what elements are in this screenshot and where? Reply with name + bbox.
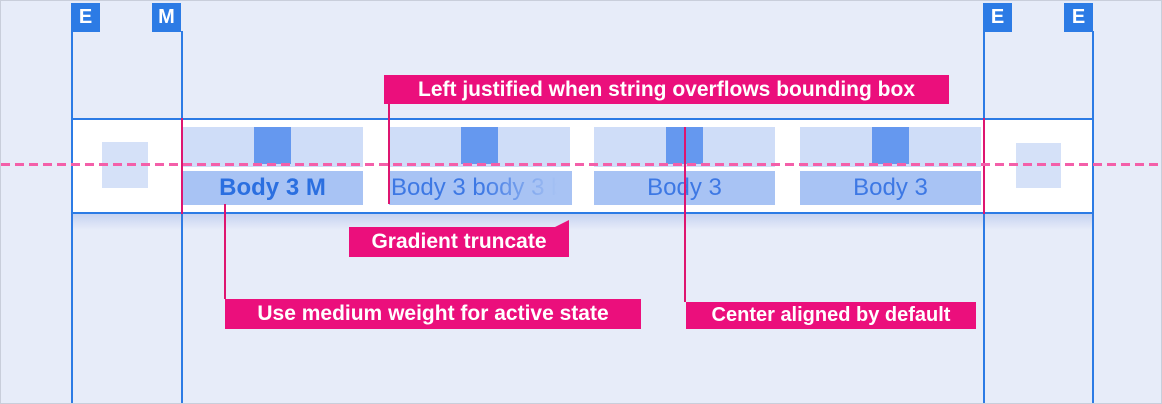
annotation-center-aligned: Center aligned by default — [686, 302, 976, 329]
margin-guide-line-right-edge — [1092, 31, 1094, 403]
caret-up-icon — [555, 220, 569, 227]
tab-label-truncated: Body 3 body 3 b — [391, 174, 565, 201]
tab-item-active[interactable]: Body 3 M — [182, 127, 363, 205]
margin-guide-line-left-inner — [181, 31, 183, 403]
tab-bar-shadow — [71, 214, 1094, 230]
tab-label: Body 3 M — [219, 174, 326, 201]
centerline-dashed-guide — [1, 163, 1161, 166]
medium-weight-connector-line — [224, 204, 226, 299]
left-justified-connector-line — [388, 104, 390, 204]
margin-badge-e-left: E — [71, 3, 100, 32]
tab-icon — [872, 127, 909, 164]
annotation-medium-weight: Use medium weight for active state — [225, 299, 641, 329]
annotation-gradient-truncate: Gradient truncate — [349, 220, 569, 257]
tab-label-bounding-box: Body 3 — [800, 171, 981, 205]
annotation-left-justified: Left justified when string overflows bou… — [384, 75, 949, 104]
tab-region-end-redline — [983, 118, 985, 214]
margin-badge-e-right-edge: E — [1064, 3, 1093, 32]
tab-icon-bounding-box — [182, 127, 363, 167]
tab-icon — [254, 127, 291, 164]
tab-item-default[interactable]: Body 3 — [800, 127, 981, 205]
center-aligned-connector-line — [684, 127, 686, 302]
margin-badge-e-right-inner: E — [983, 3, 1012, 32]
tab-item-overflow[interactable]: Body 3 body 3 b — [389, 127, 572, 205]
tab-label-bounding-box: Body 3 body 3 b — [389, 171, 572, 205]
tab-label: Body 3 — [853, 174, 928, 201]
tab-label-bounding-box: Body 3 M — [182, 171, 363, 205]
annotation-gradient-truncate-label: Gradient truncate — [371, 230, 547, 253]
tab-icon-bounding-box — [389, 127, 570, 167]
margin-guide-line-left-edge — [71, 31, 73, 403]
margin-guide-line-right-inner — [983, 31, 985, 403]
margin-badge-m: M — [152, 3, 181, 32]
tab-icon — [461, 127, 498, 164]
tab-icon-bounding-box — [800, 127, 981, 167]
tab-region-start-redline — [181, 118, 183, 214]
